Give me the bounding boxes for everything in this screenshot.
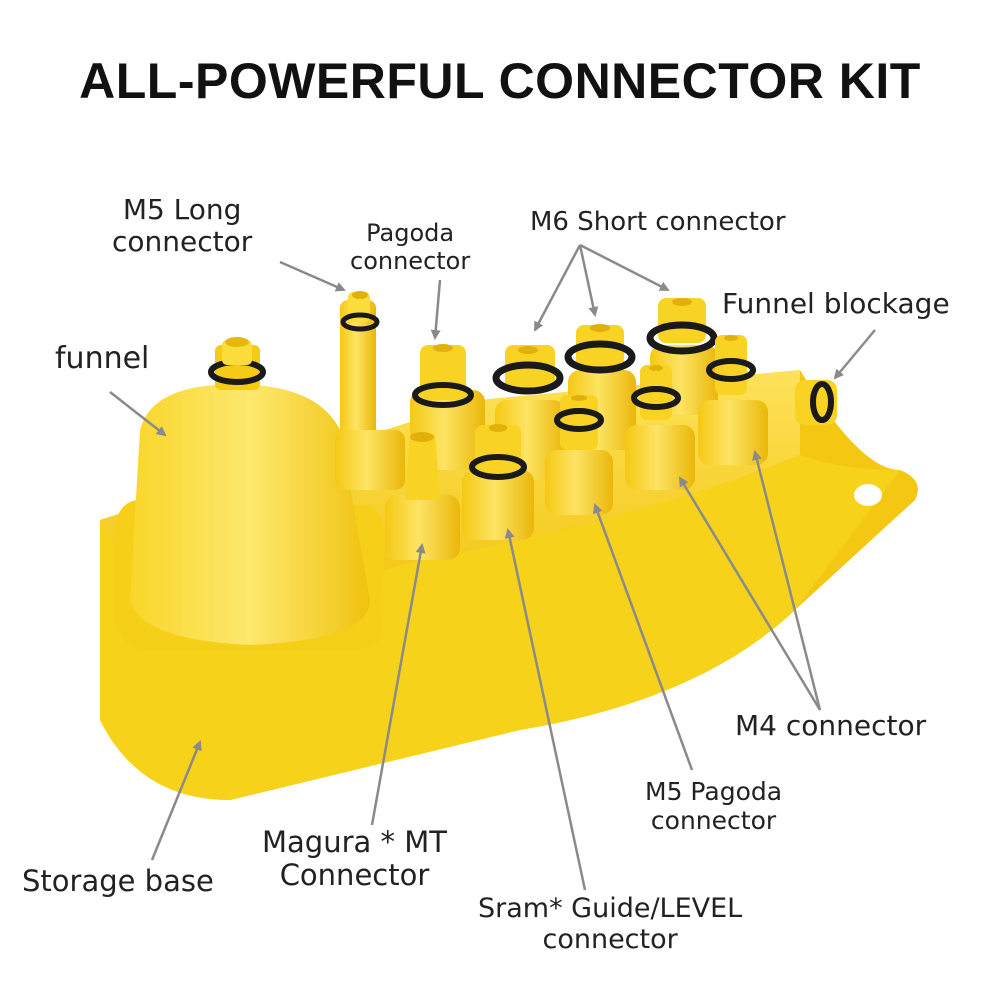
label-m5-long-connector: M5 Long connector (112, 193, 253, 259)
magura-mt-connector (385, 432, 460, 560)
arrow-pagoda (430, 279, 442, 340)
label-line: Connector (279, 858, 430, 893)
label-line: connector (112, 225, 253, 259)
arrow-m5-pagoda (593, 503, 694, 771)
label-m5-pagoda-connector: M5 Pagoda connector (645, 777, 783, 836)
sram-guide-level-connector (462, 424, 534, 540)
label-line: connector (542, 924, 678, 956)
label-line: Magura * MT (262, 825, 447, 859)
arrow-m6-2 (578, 244, 599, 317)
arrow-magura (370, 543, 426, 826)
label-pagoda-connector: Pagoda connector (350, 219, 471, 275)
label-line: Sram* Guide/LEVEL (478, 893, 743, 924)
label-storage-base: Storage base (22, 864, 214, 898)
label-m6-short-connector: M6 Short connector (530, 207, 786, 237)
label-line: Pagoda (366, 219, 455, 247)
arrow-sram (504, 528, 587, 891)
label-m4-connector: M4 connector (735, 709, 927, 742)
label-funnel-blockage: Funnel blockage (722, 287, 950, 320)
label-sram-guide-level-connector: Sram* Guide/LEVEL connector (478, 893, 742, 955)
label-line: M5 Pagoda (645, 777, 783, 806)
label-line: connector (350, 246, 471, 275)
label-magura-mt-connector: Magura * MT Connector (262, 825, 447, 893)
arrow-m4-1 (678, 476, 822, 711)
funnel (130, 337, 370, 645)
m5-pagoda-connector (545, 395, 613, 515)
arrow-m6-3 (579, 243, 670, 292)
page-title: ALL-POWERFUL CONNECTOR KIT (79, 53, 921, 109)
arrow-m4-2 (752, 450, 822, 711)
arrow-funnel (109, 391, 167, 437)
m4-connector-1 (625, 365, 695, 490)
arrow-funnel-blockage (833, 329, 876, 380)
label-line: M5 Long (122, 193, 242, 226)
funnel-blockage-plug (795, 380, 837, 425)
m5-long-connector (335, 291, 405, 490)
arrow-m5-long (279, 260, 346, 292)
arrow-storage-base (150, 740, 202, 861)
m4-connector-2 (698, 335, 768, 465)
leader-lines (109, 243, 876, 891)
hang-hole (854, 484, 882, 506)
label-funnel: funnel (55, 341, 150, 376)
label-line: connector (650, 805, 777, 835)
arrow-m6-1 (533, 244, 582, 332)
